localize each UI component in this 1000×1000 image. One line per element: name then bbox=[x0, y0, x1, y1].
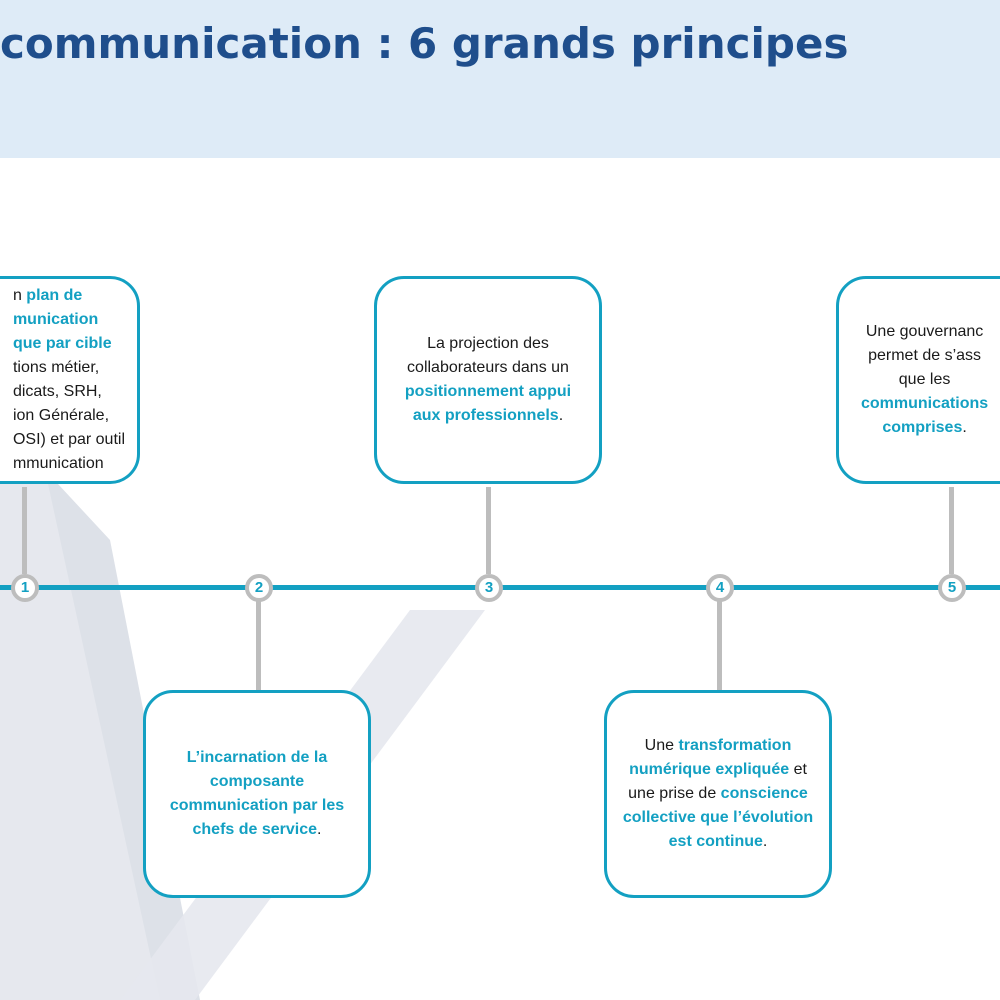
highlighted-text: positionnement appui aux professionnels bbox=[404, 383, 572, 424]
principle-card-5: Une gouvernanc permet de s’ass que les comm… bbox=[836, 276, 1000, 484]
principle-card-4-text: Une transformation numérique expliquée e… bbox=[621, 734, 815, 854]
highlighted-text: plan de bbox=[26, 287, 83, 304]
timeline-node-2: 2 bbox=[245, 574, 273, 602]
body-text: n bbox=[12, 287, 27, 304]
highlighted-text: que par cible bbox=[12, 335, 112, 352]
connector-4 bbox=[717, 601, 722, 691]
body-text: mmunication bbox=[12, 455, 104, 472]
connector-5 bbox=[949, 487, 954, 574]
body-text: . bbox=[762, 833, 768, 850]
body-text: . bbox=[558, 407, 564, 424]
principle-card-3-text: La projection des collaborateurs dans un… bbox=[391, 332, 585, 428]
body-text: permet de s’ass bbox=[868, 347, 982, 364]
highlighted-text: L’incarnation de la composante communica… bbox=[169, 749, 345, 838]
timeline-node-1: 1 bbox=[11, 574, 39, 602]
connector-2 bbox=[256, 601, 261, 691]
body-text: OSI) et par outil bbox=[12, 431, 125, 448]
body-text: . bbox=[317, 821, 322, 838]
principle-card-1: n plan de munication que par cible tions mé… bbox=[0, 276, 140, 484]
principle-card-3: La projection des collaborateurs dans un… bbox=[374, 276, 602, 484]
principle-card-4: Une transformation numérique expliquée e… bbox=[604, 690, 832, 898]
principle-card-2-text: L’incarnation de la composante communica… bbox=[160, 746, 354, 842]
connector-3 bbox=[486, 487, 491, 574]
body-text: Une gouvernanc bbox=[865, 323, 984, 340]
connector-1 bbox=[22, 487, 27, 574]
body-text: que les bbox=[898, 371, 951, 388]
timeline-node-5: 5 bbox=[938, 574, 966, 602]
highlighted-text: conscience collective que l’évolution es… bbox=[622, 785, 814, 850]
body-text: ion Générale, bbox=[12, 407, 110, 424]
page-title: communication : 6 grands principes bbox=[0, 19, 849, 68]
body-text: Une bbox=[644, 737, 679, 754]
body-text: et une prise de bbox=[628, 761, 807, 802]
principle-card-5-text: Une gouvernanc permet de s’ass que les comm… bbox=[861, 320, 988, 440]
highlighted-text: transformation numérique expliquée bbox=[629, 737, 792, 778]
body-text: . bbox=[962, 419, 967, 436]
body-text: dicats, SRH, bbox=[12, 383, 102, 400]
timeline-node-3: 3 bbox=[475, 574, 503, 602]
header-band: communication : 6 grands principes bbox=[0, 0, 1000, 158]
highlighted-text: comprises bbox=[882, 419, 963, 436]
highlighted-text: communications bbox=[861, 395, 989, 412]
principle-card-2: L’incarnation de la composante communica… bbox=[143, 690, 371, 898]
body-text: tions métier, bbox=[12, 359, 100, 376]
body-text: La projection des collaborateurs dans un bbox=[407, 335, 569, 376]
timeline-node-4: 4 bbox=[706, 574, 734, 602]
highlighted-text: munication bbox=[12, 311, 99, 328]
principle-card-1-text: n plan de munication que par cible tions mé… bbox=[13, 284, 125, 476]
